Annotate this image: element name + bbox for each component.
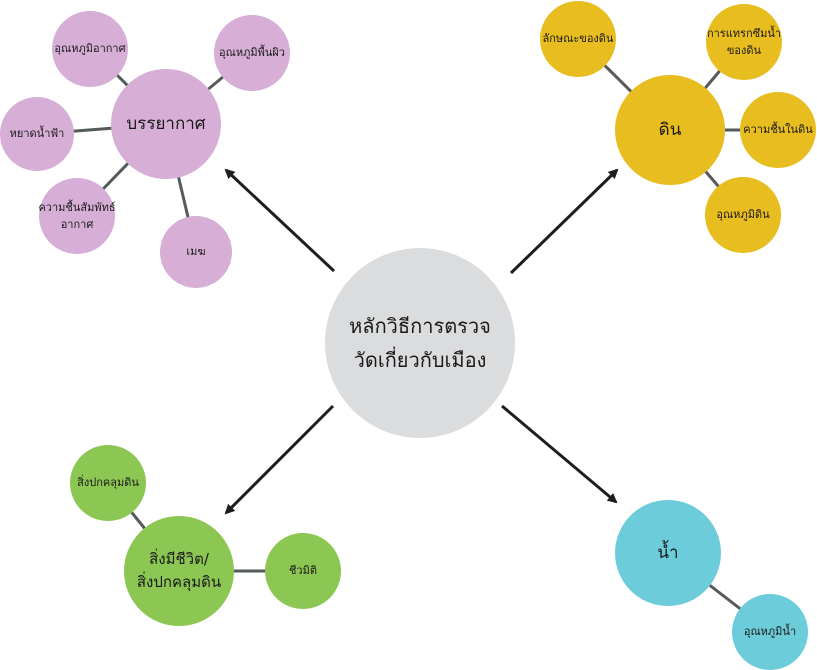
soil-characteristics-label: ลักษณะของดิน [542, 32, 614, 46]
arrow-to-water [501, 404, 618, 504]
center-topic-node: หลักวิธีการตรวจ วัดเกี่ยวกับเมือง [325, 248, 515, 438]
life-land-cover-label: สิ่งปกคลุมดิน [77, 476, 139, 490]
water-temp-label: อุณหภูมิน้ำ [743, 625, 797, 639]
soil-infiltration-node: การแทรกซึมน้ำ ของดิน [706, 4, 782, 80]
water-label: น้ำ [657, 542, 679, 563]
arrow-to-atmosphere [224, 168, 336, 273]
soil-moisture-node: ความชื้นในดิน [740, 92, 816, 168]
center-topic-label: หลักวิธีการตรวจ วัดเกี่ยวกับเมือง [349, 314, 491, 372]
arrow-to-life [224, 404, 335, 515]
soil-infiltration-label: การแทรกซึมน้ำ ของดิน [706, 26, 782, 57]
atmosphere-humidity-node: ความชื้นสัมพัทธ์ อากาศ [38, 178, 116, 254]
atmosphere-precipitation-label: หยาดน้ำฟ้า [9, 127, 65, 141]
soil-temp-label: อุณหภูมิดิน [716, 208, 770, 222]
water-node: น้ำ [615, 500, 721, 606]
atmosphere-air-temp-node: อุณหภูมิอากาศ [52, 11, 128, 87]
atmosphere-precipitation-node: หยาดน้ำฟ้า [0, 97, 74, 171]
atmosphere-node: บรรยากาศ [111, 69, 221, 179]
atmosphere-clouds-node: เมฆ [160, 216, 232, 288]
water-temp-node: อุณหภูมิน้ำ [732, 594, 808, 670]
atmosphere-clouds-label: เมฆ [186, 245, 206, 259]
atmosphere-surface-temp-label: อุณหภูมิพื้นผิว [219, 46, 285, 60]
life-label: สิ่งมีชีวิต/ สิ่งปกคลุมดิน [136, 549, 222, 591]
soil-label: ดิน [658, 119, 682, 140]
life-land-cover-node: สิ่งปกคลุมดิน [70, 445, 146, 521]
soil-temp-node: อุณหภูมิดิน [705, 177, 781, 253]
atmosphere-air-temp-label: อุณหภูมิอากาศ [54, 42, 126, 56]
soil-moisture-label: ความชื้นในดิน [743, 123, 813, 137]
atmosphere-surface-temp-node: อุณหภูมิพื้นผิว [214, 15, 290, 91]
soil-node: ดิน [615, 75, 725, 185]
soil-characteristics-node: ลักษณะของดิน [540, 1, 616, 77]
atmosphere-label: บรรยากาศ [126, 113, 206, 134]
life-node: สิ่งมีชีวิต/ สิ่งปกคลุมดิน [124, 516, 234, 626]
atmosphere-humidity-label: ความชื้นสัมพัทธ์ อากาศ [38, 200, 116, 231]
arrow-to-soil [509, 168, 619, 275]
life-biometrics-node: ชีวมิติ [265, 533, 341, 609]
life-biometrics-label: ชีวมิติ [288, 564, 318, 578]
